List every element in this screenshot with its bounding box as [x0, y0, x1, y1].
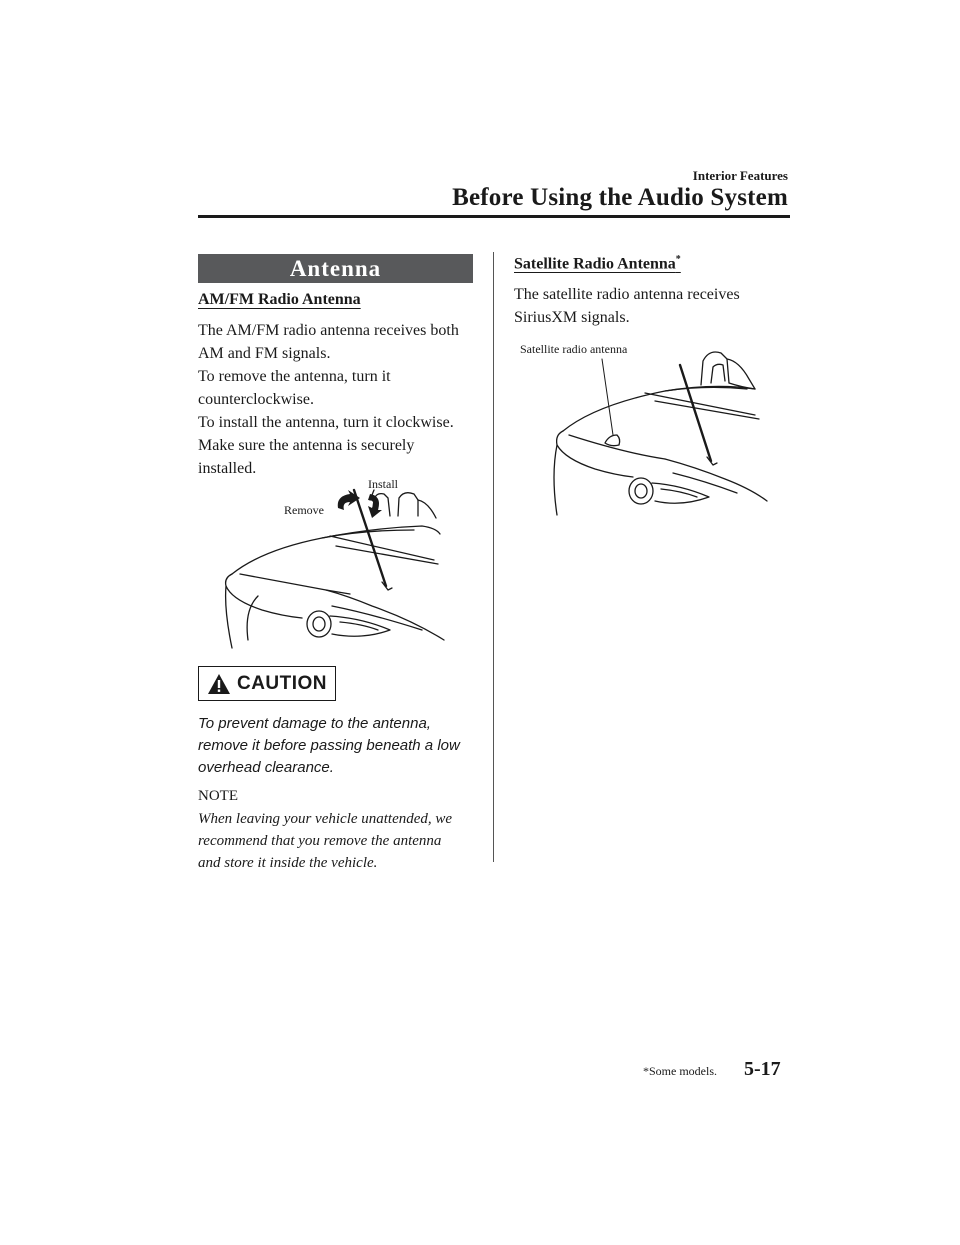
paragraph-line: installed.	[198, 460, 257, 477]
caution-line: remove it before passing beneath a low	[198, 737, 460, 754]
column-divider	[493, 252, 494, 862]
caution-label: CAUTION	[236, 672, 328, 694]
note-line: When leaving your vehicle unattended, we	[198, 811, 453, 827]
am-fm-heading: AM/FM Radio Antenna	[198, 291, 361, 308]
am-fm-paragraph: The AM/FM radio antenna receives both AM…	[198, 319, 483, 480]
note-line: and store it inside the vehicle.	[198, 855, 378, 871]
caution-line: overhead clearance.	[198, 759, 334, 776]
caution-line: To prevent damage to the antenna,	[198, 715, 431, 732]
antenna-banner: Antenna	[198, 254, 473, 283]
am-fm-antenna-illustration: Install Remove	[224, 477, 445, 649]
warning-icon	[207, 673, 230, 694]
page-title: Before Using the Audio System	[452, 184, 788, 211]
satellite-antenna-illustration: Satellite radio antenna	[520, 342, 768, 516]
footer-note: *Some models.	[643, 1064, 717, 1078]
section-title: Interior Features	[692, 168, 788, 183]
paragraph-line: counterclockwise.	[198, 391, 314, 408]
caution-text: To prevent damage to the antenna, remove…	[198, 713, 488, 779]
paragraph-line: Make sure the antenna is securely	[198, 437, 415, 454]
satellite-heading-text: Satellite Radio Antenna	[514, 255, 676, 273]
note-line: recommend that you remove the antenna	[198, 833, 442, 849]
install-label: Install	[368, 477, 399, 491]
note-label: NOTE	[198, 788, 238, 804]
paragraph-line: SiriusXM signals.	[514, 309, 630, 326]
paragraph-line: AM and FM signals.	[198, 345, 331, 362]
header-rule	[198, 215, 790, 218]
paragraph-line: The satellite radio antenna receives	[514, 286, 740, 303]
satellite-antenna-label: Satellite radio antenna	[520, 342, 628, 356]
paragraph-line: The AM/FM radio antenna receives both	[198, 322, 459, 339]
caution-box: CAUTION	[198, 666, 336, 701]
satellite-paragraph: The satellite radio antenna receives Sir…	[514, 283, 740, 329]
paragraph-line: To install the antenna, turn it clockwis…	[198, 414, 454, 431]
satellite-heading: Satellite Radio Antenna*	[514, 254, 681, 273]
note-text: When leaving your vehicle unattended, we…	[198, 808, 452, 874]
page-number: 5-17	[744, 1058, 781, 1080]
some-models-mark: *	[675, 254, 681, 265]
paragraph-line: To remove the antenna, turn it	[198, 368, 391, 385]
remove-label: Remove	[284, 503, 324, 517]
